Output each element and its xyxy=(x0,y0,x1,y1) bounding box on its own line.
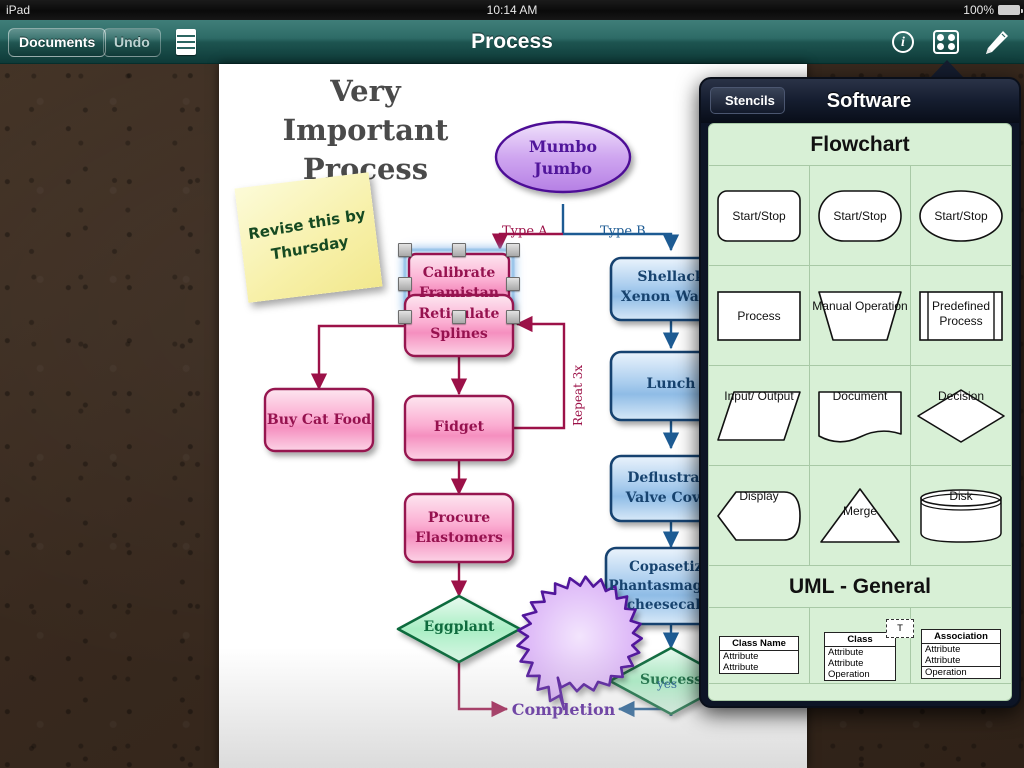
node-procure-elastomers xyxy=(403,492,515,564)
stencil-row: Class Name Attribute Attribute Class Att… xyxy=(709,608,1011,684)
stencil-input-output[interactable]: Input/ Output xyxy=(709,366,810,465)
stencil-row: Start/Stop Start/Stop Start/Stop xyxy=(709,166,1011,266)
documents-button[interactable]: Documents xyxy=(8,28,107,57)
status-device-label: iPad xyxy=(6,3,31,17)
stencil-start-stop-rounded-rect[interactable]: Start/Stop xyxy=(709,166,810,265)
selection-handle-n[interactable] xyxy=(452,243,466,257)
uml-attribute: Attribute xyxy=(723,650,759,662)
uml-header: Association xyxy=(922,630,1000,644)
uml-attribute: Attribute xyxy=(723,661,759,673)
uml-attribute: Attribute xyxy=(925,643,961,655)
undo-button[interactable]: Undo xyxy=(103,28,161,57)
node-fidget xyxy=(403,394,515,462)
stencil-uml-class-template[interactable]: Class Attribute Attribute Operation T xyxy=(810,608,914,683)
stencil-uml-class-name[interactable]: Class Name Attribute Attribute xyxy=(709,608,810,683)
stencil-display[interactable]: Display xyxy=(709,466,810,565)
node-mumbo-jumbo xyxy=(494,120,632,194)
edge-label-repeat-3x: Repeat 3x xyxy=(571,364,585,426)
selection-handle-sw[interactable] xyxy=(398,310,412,324)
section-heading-flowchart: Flowchart xyxy=(709,124,1011,166)
node-buy-cat-food xyxy=(263,387,375,453)
layers-icon[interactable] xyxy=(176,28,196,55)
selection-handle-se[interactable] xyxy=(506,310,520,324)
selection-handle-ne[interactable] xyxy=(506,243,520,257)
pencil-icon[interactable] xyxy=(982,28,1010,61)
stencil-decision[interactable]: Decision xyxy=(911,366,1011,465)
stencil-row: Process Manual Operation Predefined Proc… xyxy=(709,266,1011,366)
uml-template-badge: T xyxy=(886,619,914,638)
page-title: Process xyxy=(471,30,553,53)
stencil-process[interactable]: Process xyxy=(709,266,810,365)
selection-handle-w[interactable] xyxy=(398,277,412,291)
info-icon[interactable]: i xyxy=(892,28,914,53)
edge-label-type-b: Type B xyxy=(600,224,646,239)
stencil-row: Input/ Output Document Decision xyxy=(709,366,1011,466)
canvas-document-title: Very Important Process xyxy=(282,74,449,186)
edge-label-type-a: Type A xyxy=(502,224,548,239)
stencil-disk[interactable]: Disk xyxy=(911,466,1011,565)
node-eggplant xyxy=(396,594,522,664)
sticky-note[interactable]: Revise this by Thursday xyxy=(234,172,383,303)
popover-title: Software xyxy=(826,90,912,112)
selection-handle-s[interactable] xyxy=(452,310,466,324)
stencil-merge[interactable]: Merge xyxy=(810,466,911,565)
node-reticulate-splines xyxy=(403,293,515,358)
edge-label-yes: yes xyxy=(657,677,678,691)
stencil-predefined-process[interactable]: Predefined Process xyxy=(911,266,1011,365)
uml-header: Class xyxy=(825,633,895,647)
stencil-popover: Software Stencils Flowchart Start/Stop S… xyxy=(699,77,1021,708)
status-bar: iPad 10:14 AM 100% xyxy=(0,0,1024,20)
battery-icon xyxy=(998,5,1023,15)
stencil-icon[interactable] xyxy=(933,28,959,54)
stencil-manual-operation[interactable]: Manual Operation xyxy=(810,266,911,365)
status-battery-group: 100% xyxy=(963,0,1023,20)
app-toolbar: Documents Undo i xyxy=(0,20,1024,64)
stencil-start-stop-stadium[interactable]: Start/Stop xyxy=(810,166,911,265)
uml-operation: Operation xyxy=(828,669,870,680)
stencil-row: Display Merge Disk xyxy=(709,466,1011,566)
section-heading-uml-general: UML - General xyxy=(709,566,1011,608)
uml-attribute: Attribute xyxy=(828,658,864,669)
popover-arrow xyxy=(930,60,964,78)
uml-header: Class Name xyxy=(720,637,798,651)
stencil-start-stop-ellipse[interactable]: Start/Stop xyxy=(911,166,1011,265)
selection-handle-e[interactable] xyxy=(506,277,520,291)
stencil-list[interactable]: Flowchart Start/Stop Start/Stop Start/St… xyxy=(708,123,1012,701)
uml-operation: Operation xyxy=(922,665,1000,678)
sticky-note-text: Revise this by Thursday xyxy=(247,204,367,264)
battery-percent-label: 100% xyxy=(963,3,994,17)
stencil-uml-association[interactable]: Association Attribute Attribute Operatio… xyxy=(911,608,1011,683)
stencil-document[interactable]: Document xyxy=(810,366,911,465)
status-clock: 10:14 AM xyxy=(486,3,538,17)
stencils-back-button[interactable]: Stencils xyxy=(710,87,785,114)
uml-attribute: Attribute xyxy=(925,654,961,666)
uml-attribute: Attribute xyxy=(828,647,864,658)
selection-handle-nw[interactable] xyxy=(398,243,412,257)
